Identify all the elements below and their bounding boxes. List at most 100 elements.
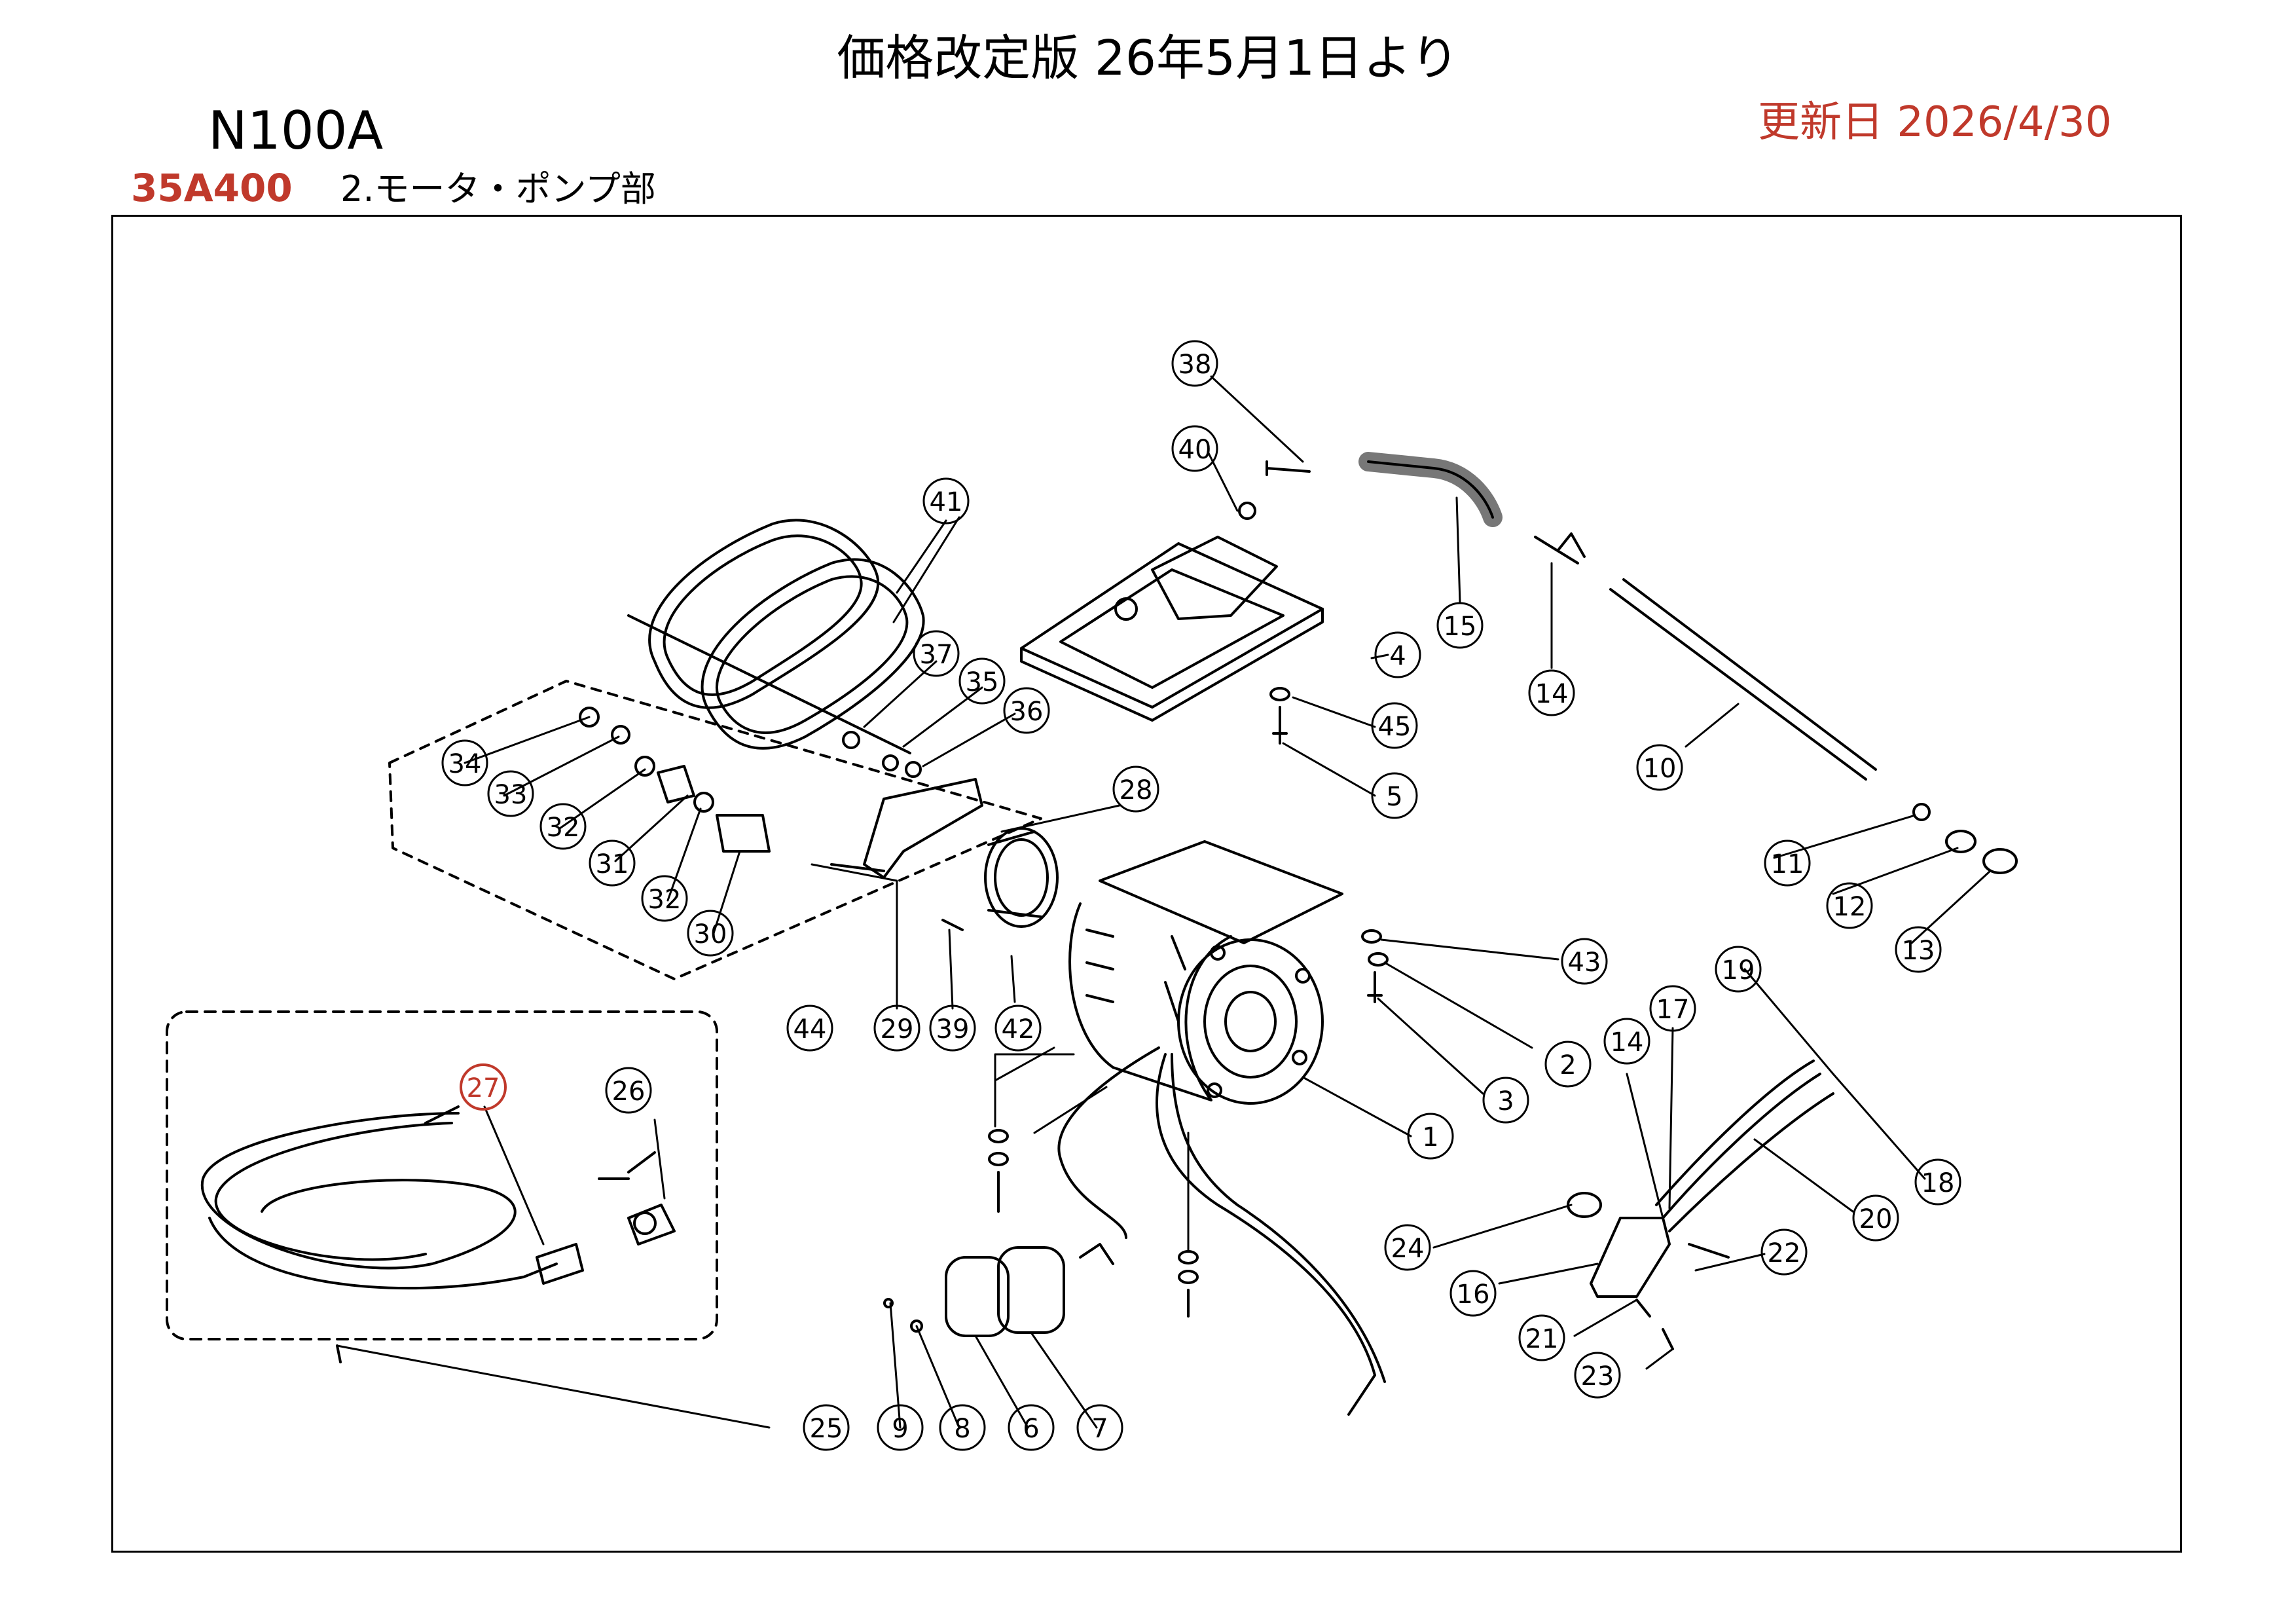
svg-text:30: 30 xyxy=(694,919,727,950)
svg-text:40: 40 xyxy=(1178,435,1212,465)
svg-text:3: 3 xyxy=(1497,1086,1514,1116)
callout-9: 9 xyxy=(877,1404,924,1451)
svg-text:33: 33 xyxy=(494,780,528,810)
svg-text:8: 8 xyxy=(954,1414,970,1444)
callout-40: 40 xyxy=(1171,425,1218,472)
svg-text:26: 26 xyxy=(612,1077,646,1107)
svg-text:10: 10 xyxy=(1643,754,1677,784)
callout-5: 5 xyxy=(1371,772,1418,819)
updated-date: 更新日 2026/4/30 xyxy=(1758,98,2112,147)
callout-26: 26 xyxy=(605,1067,652,1114)
v-belt-drawing xyxy=(627,519,925,754)
callout-10: 10 xyxy=(1636,744,1683,791)
callout-25: 25 xyxy=(803,1404,850,1451)
callout-23: 23 xyxy=(1574,1352,1621,1399)
callout-27-highlighted: 27 xyxy=(460,1063,507,1111)
callout-32-a: 32 xyxy=(539,803,587,850)
callout-14-trigger: 14 xyxy=(1603,1018,1650,1065)
svg-text:32: 32 xyxy=(648,885,682,915)
svg-text:11: 11 xyxy=(1771,849,1804,879)
callout-6: 6 xyxy=(1008,1404,1055,1451)
callout-33: 33 xyxy=(487,770,534,817)
callout-14-wand: 14 xyxy=(1528,669,1575,716)
callout-34: 34 xyxy=(441,739,488,786)
callout-17: 17 xyxy=(1649,985,1696,1032)
svg-text:4: 4 xyxy=(1389,641,1406,671)
bolts-drawing xyxy=(1238,460,1389,1003)
svg-text:14: 14 xyxy=(1535,679,1569,709)
callout-44: 44 xyxy=(786,1005,833,1052)
callout-7: 7 xyxy=(1076,1404,1123,1451)
callout-41: 41 xyxy=(922,477,970,525)
svg-text:15: 15 xyxy=(1444,612,1477,642)
callout-18: 18 xyxy=(1914,1158,1961,1206)
callout-32-b: 32 xyxy=(641,875,688,922)
callout-16: 16 xyxy=(1449,1270,1497,1317)
svg-text:34: 34 xyxy=(448,749,482,779)
svg-text:38: 38 xyxy=(1178,350,1212,380)
pump-head-drawing xyxy=(1020,536,1324,722)
callout-43: 43 xyxy=(1561,938,1608,985)
callout-1: 1 xyxy=(1407,1113,1454,1160)
svg-text:42: 42 xyxy=(1002,1014,1035,1044)
svg-text:6: 6 xyxy=(1023,1414,1039,1444)
capacitor-drawing xyxy=(883,1243,1114,1337)
svg-text:24: 24 xyxy=(1391,1234,1425,1264)
svg-text:29: 29 xyxy=(881,1014,914,1044)
page-title: 価格改定版 26年5月1日より xyxy=(837,30,1459,86)
svg-text:22: 22 xyxy=(1768,1238,1801,1268)
exploded-parts-diagram: 1 2 3 4 5 6 7 8 9 10 11 12 13 14 14 15 1… xyxy=(166,340,2018,1451)
callout-45: 45 xyxy=(1371,702,1418,749)
callout-20: 20 xyxy=(1852,1194,1899,1242)
callout-37: 37 xyxy=(913,630,960,677)
callout-22: 22 xyxy=(1760,1228,1808,1276)
callout-42: 42 xyxy=(994,1005,1042,1052)
svg-text:45: 45 xyxy=(1378,712,1412,742)
callout-3: 3 xyxy=(1482,1077,1529,1124)
svg-text:1: 1 xyxy=(1422,1122,1438,1153)
svg-text:17: 17 xyxy=(1656,995,1690,1025)
callout-13: 13 xyxy=(1895,926,1942,973)
hose-wand-drawing xyxy=(1358,452,2018,874)
svg-text:21: 21 xyxy=(1525,1324,1559,1354)
trigger-switch-drawing xyxy=(1567,1060,1834,1350)
section-code: 35A400 xyxy=(131,166,293,210)
svg-text:28: 28 xyxy=(1120,775,1153,805)
svg-text:12: 12 xyxy=(1833,892,1867,922)
callout-31: 31 xyxy=(589,840,636,887)
svg-text:23: 23 xyxy=(1581,1361,1614,1392)
svg-text:32: 32 xyxy=(547,813,580,843)
svg-text:43: 43 xyxy=(1568,948,1601,978)
callout-21: 21 xyxy=(1518,1314,1565,1361)
motor-drawing xyxy=(1068,840,1343,1105)
callout-35: 35 xyxy=(958,657,1006,705)
svg-text:20: 20 xyxy=(1859,1204,1893,1234)
idler-pulley-drawing xyxy=(388,680,1042,980)
leader-lines xyxy=(336,375,1992,1429)
svg-text:35: 35 xyxy=(966,667,999,697)
power-cord-drawing xyxy=(166,1010,718,1363)
callout-2: 2 xyxy=(1544,1041,1592,1088)
callout-30: 30 xyxy=(687,910,734,957)
callout-12: 12 xyxy=(1826,882,1873,929)
model-name: N100A xyxy=(208,100,384,161)
svg-text:5: 5 xyxy=(1386,782,1402,812)
callout-28: 28 xyxy=(1112,766,1159,813)
svg-text:41: 41 xyxy=(930,487,963,517)
callout-39: 39 xyxy=(929,1005,976,1052)
callout-4: 4 xyxy=(1374,631,1421,678)
motor-wiring-drawing xyxy=(988,1046,1386,1416)
svg-text:44: 44 xyxy=(793,1014,827,1044)
callout-19: 19 xyxy=(1715,946,1762,993)
callout-24: 24 xyxy=(1384,1224,1431,1271)
svg-text:7: 7 xyxy=(1091,1414,1108,1444)
motor-pulley-drawing xyxy=(941,827,1059,931)
svg-text:36: 36 xyxy=(1010,697,1044,727)
svg-text:18: 18 xyxy=(1922,1168,1955,1198)
svg-text:27: 27 xyxy=(467,1073,500,1103)
section-title: 2.モータ・ポンプ部 xyxy=(340,168,656,210)
svg-text:2: 2 xyxy=(1559,1050,1576,1080)
callout-29: 29 xyxy=(873,1005,920,1052)
callout-36: 36 xyxy=(1003,687,1050,734)
diagram-frame xyxy=(111,215,2182,1553)
